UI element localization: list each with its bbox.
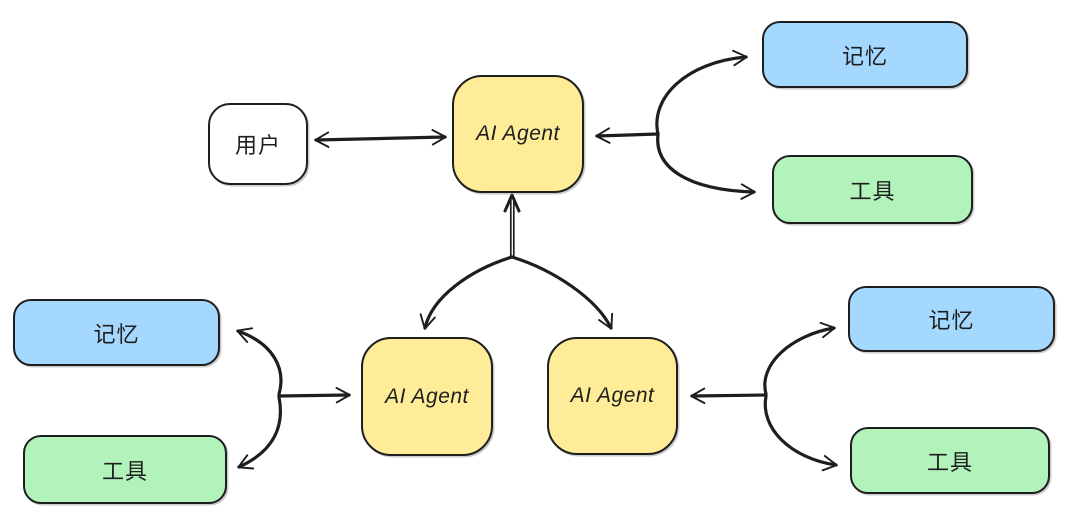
node-user: 用户 xyxy=(208,103,308,185)
arrow-user-agent-top xyxy=(314,129,447,148)
arrow-fork-bl-into-tools xyxy=(237,395,282,470)
node-user-label: 用户 xyxy=(234,133,281,158)
node-memory-bottom-left-label: 记忆 xyxy=(93,321,140,347)
arrow-fork-bl-into-memory xyxy=(236,327,283,396)
arrow-fork-tr-into-tools xyxy=(656,132,756,200)
node-tools-bottom-left-label: 工具 xyxy=(101,458,148,484)
arrow-fork-br-into-tools xyxy=(763,394,838,472)
node-tools-bottom-left: 工具 xyxy=(23,435,227,504)
arrow-center-up-head xyxy=(503,193,521,213)
node-memory-bottom-right: 记忆 xyxy=(848,286,1055,352)
node-memory-top-right: 记忆 xyxy=(762,21,968,88)
node-tools-bottom-right-label: 工具 xyxy=(926,449,973,475)
node-memory-bottom-right-label: 记忆 xyxy=(928,308,975,333)
node-tools-bottom-right: 工具 xyxy=(850,427,1050,494)
node-memory-top-right-label: 记忆 xyxy=(841,43,888,69)
node-tools-top-right-label: 工具 xyxy=(849,178,896,204)
arrow-center-into-agent-right xyxy=(510,255,614,330)
node-agent-top: AI Agent xyxy=(452,75,584,193)
arrow-center-into-agent-left xyxy=(419,255,514,330)
node-agent-right: AI Agent xyxy=(547,337,678,455)
arrow-fork-tr-into-memory xyxy=(655,49,748,136)
node-tools-top-right: 工具 xyxy=(772,155,973,224)
node-agent-left-label: AI Agent xyxy=(385,384,469,408)
arrow-fork-tr-into-agent xyxy=(595,127,660,144)
node-agent-top-label: AI Agent xyxy=(476,122,560,145)
node-memory-bottom-left: 记忆 xyxy=(13,299,220,366)
arrow-fork-bl-into-agent xyxy=(277,386,351,404)
arrow-fork-br-into-agent xyxy=(690,387,768,405)
node-agent-left: AI Agent xyxy=(361,337,493,456)
node-agent-right-label: AI Agent xyxy=(570,384,655,407)
arrow-fork-br-into-memory xyxy=(763,321,836,396)
